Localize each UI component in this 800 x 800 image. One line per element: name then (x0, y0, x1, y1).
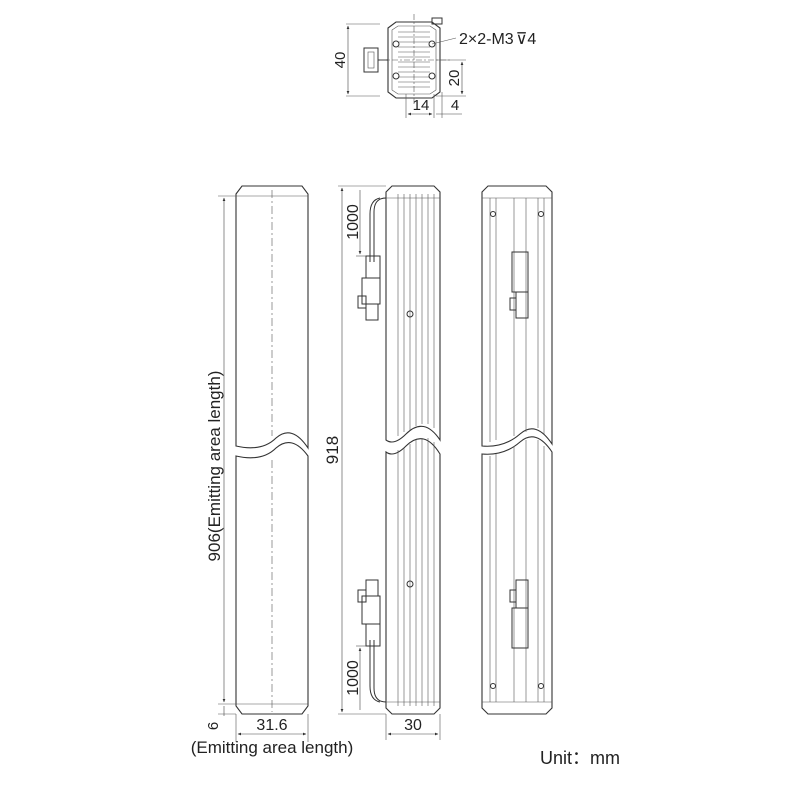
emitting-offset-dim: 6 (205, 722, 222, 730)
front-view: 906(Emitting area length) 6 31.6 (Emitti… (191, 185, 354, 757)
end-view: 40 2×2-M3⊽4 (332, 14, 536, 118)
width-note: (Emitting area length) (191, 738, 354, 757)
cable-top-dim: 1000 (345, 204, 362, 240)
mount-hole (392, 40, 400, 48)
end-offset-14-dim: 14 (413, 97, 430, 114)
connector-top (365, 255, 381, 279)
screw-icon (406, 310, 414, 318)
depth-dim: 30 (404, 717, 422, 734)
end-height-dim: 40 (332, 52, 349, 69)
connector-bottom (365, 623, 381, 647)
end-offset-4-dim: 4 (451, 97, 459, 114)
mount-hole (428, 40, 436, 48)
unit-label: Unit：mm (540, 748, 620, 768)
mount-hole (392, 72, 400, 80)
mount-hole (428, 72, 436, 80)
front-width-dim: 31.6 (256, 717, 287, 734)
end-hole-spacing-dim: 20 (446, 70, 463, 87)
side-view: 918 1000 1000 30 (323, 185, 441, 740)
emitting-length-dim: 906(Emitting area length) (205, 371, 224, 562)
total-length-dim: 918 (323, 436, 342, 464)
screw-icon (406, 580, 414, 588)
cable-bottom-dim: 1000 (345, 660, 362, 696)
hole-callout: 2×2-M3⊽4 (459, 31, 536, 48)
side-fins (397, 194, 435, 706)
back-rails (489, 198, 545, 702)
back-view (481, 185, 553, 715)
